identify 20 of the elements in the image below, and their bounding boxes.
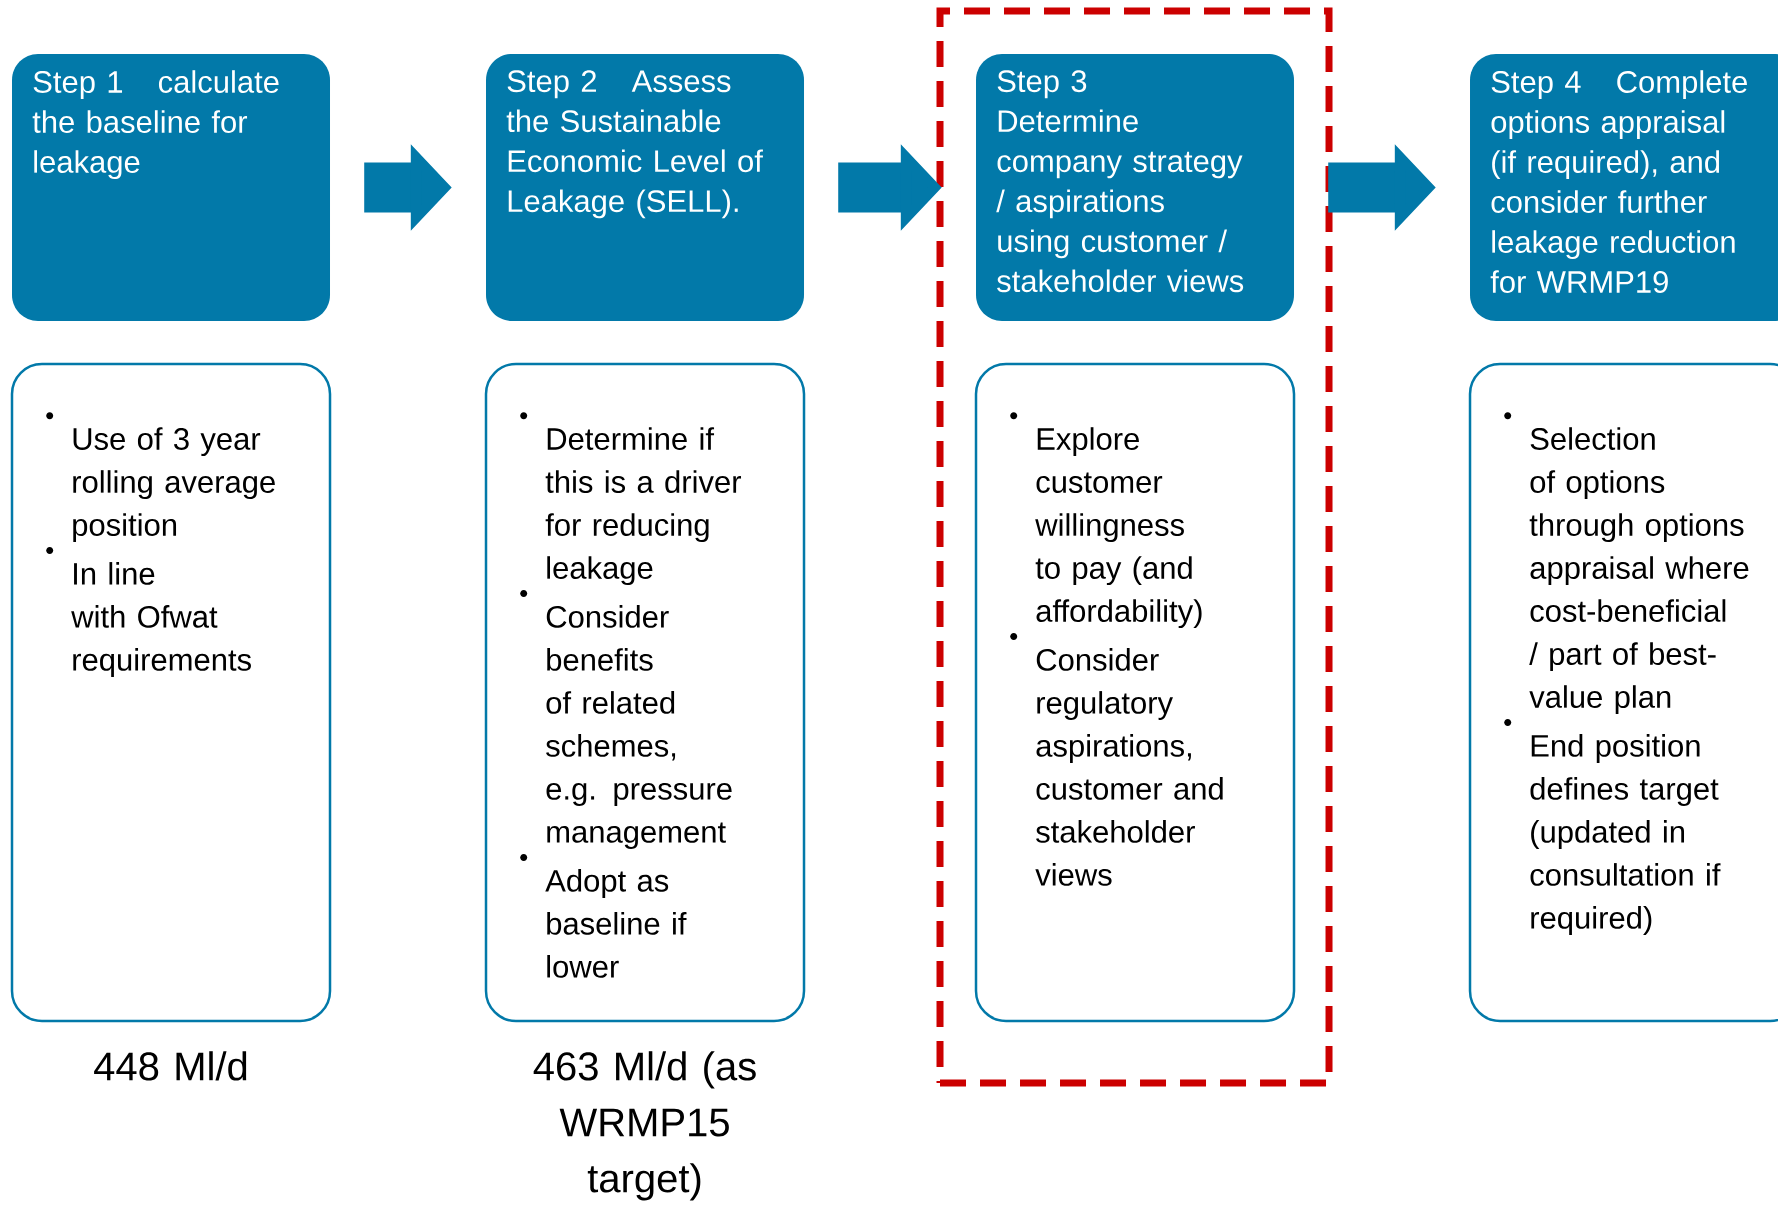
bullet-text: Determine if this is a driver for reducing leakage bbox=[545, 427, 741, 586]
bullet-text: Selection of options through options appraisal where cost-beneficial / part of best-value plan bbox=[1529, 427, 1749, 715]
bullet-text: Consider regulatory aspirations, customer and stakeholder views bbox=[1035, 648, 1223, 886]
bullet-box bbox=[484, 362, 806, 1023]
bullet-text: In line with Ofwat requirements bbox=[71, 562, 251, 677]
step-box: Step 4 Complete options appraisal (if required), and consider further leakage reduction for WRMP19 bbox=[1470, 54, 1778, 321]
bullet-text: Use of 3 year rolling average position bbox=[73, 427, 275, 543]
bullet-text: Explore customer willingness to pay (and affordability) bbox=[1035, 427, 1202, 629]
bullet-text: Consider benefits of related schemes, e.g. pressure management bbox=[546, 605, 732, 849]
bullet-box bbox=[10, 362, 332, 1023]
bullet-text: Adopt as baseline if lower bbox=[545, 869, 687, 978]
highlight-frame bbox=[936, 7, 1333, 1087]
value-text: 463 Ml/d (as WRMP15 target) bbox=[533, 1051, 756, 1201]
bullet-box bbox=[974, 362, 1296, 1023]
step-box: Step 1 calculate the baseline for leakage bbox=[12, 54, 330, 321]
bullet-text: End position defines target (updated in consultation if required) bbox=[1530, 734, 1721, 935]
bullet-box bbox=[1468, 362, 1778, 1023]
step-box: Step 2 Assess the Sustainable Economic Level of Leakage (SELL). bbox=[486, 54, 804, 321]
value-text: 448 Ml/d bbox=[94, 1051, 247, 1081]
step-box: Step 3 Determine company strategy / aspirations using customer / stakeholder views bbox=[976, 54, 1294, 321]
